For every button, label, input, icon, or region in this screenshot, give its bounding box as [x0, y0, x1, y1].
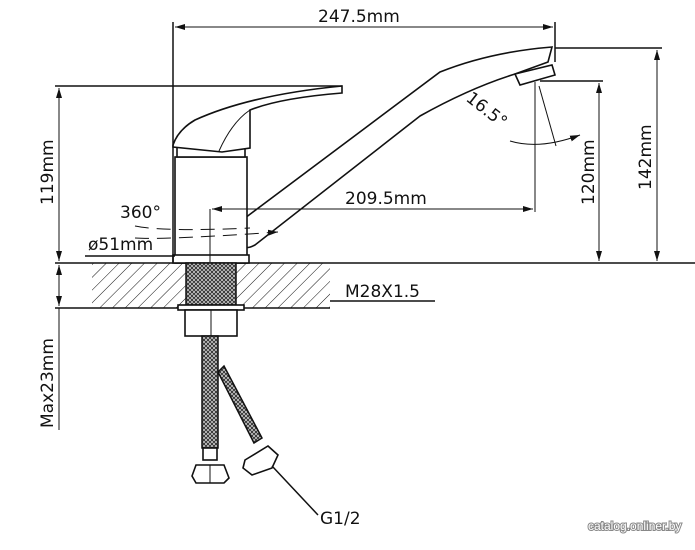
label-thread: M28X1.5: [345, 282, 420, 302]
spout: [242, 46, 554, 249]
aerator: [513, 64, 556, 86]
label-spout-reach: 209.5mm: [345, 189, 427, 209]
watermark: catalog.onliner.by: [588, 519, 681, 533]
label-max-countertop: Max23mm: [38, 338, 58, 428]
label-body-height: 119mm: [38, 139, 58, 205]
label-hose-connection: G1/2: [320, 509, 361, 529]
label-rotation: 360°: [120, 203, 161, 223]
base-ring: [172, 254, 250, 264]
hose-nut-right: [242, 445, 279, 476]
label-spout-height: 120mm: [579, 139, 599, 205]
threaded-shank: [185, 262, 237, 306]
label-total-height: 142mm: [636, 124, 656, 190]
hose-left: [201, 335, 219, 449]
label-base-diameter: ø51mm: [88, 235, 153, 255]
lever: [172, 85, 343, 153]
body: [174, 156, 248, 264]
hose-right: [217, 364, 263, 445]
dimension-lines: [55, 22, 662, 430]
label-spout-angle: 16.5°: [462, 88, 511, 132]
label-overall-length: 247.5mm: [318, 7, 400, 27]
